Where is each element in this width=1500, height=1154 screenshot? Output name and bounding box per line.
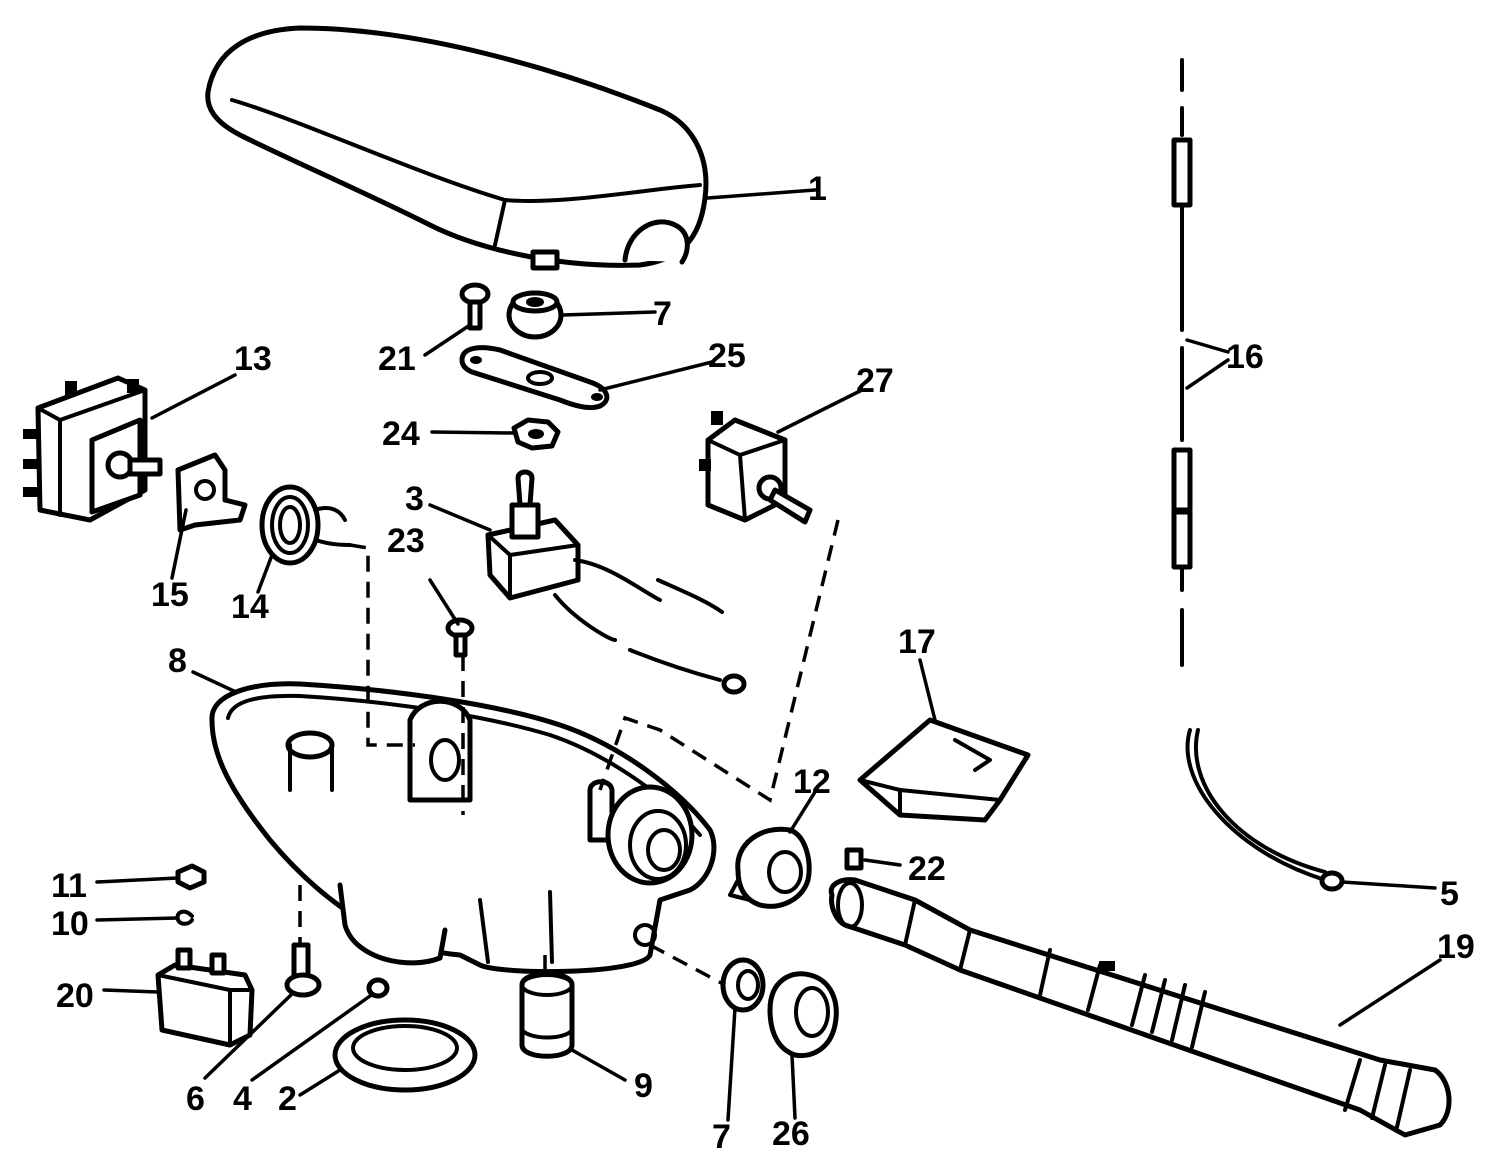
callout-3: 3 — [405, 480, 424, 518]
callout-7-lower: 7 — [712, 1118, 731, 1154]
part-10-c-washer — [175, 909, 194, 926]
part-5-wire-lead — [1185, 728, 1345, 892]
callout-21: 21 — [378, 340, 416, 378]
leader-lines — [95, 188, 1442, 1122]
part-12-collar — [728, 826, 812, 909]
callout-10: 10 — [51, 905, 89, 943]
callout-9: 9 — [634, 1067, 653, 1105]
callout-27: 27 — [856, 362, 894, 400]
callout-5: 5 — [1440, 875, 1459, 913]
part-25-plate — [459, 345, 610, 411]
part-9-bushing — [519, 971, 575, 1059]
part-8-lower-housing — [209, 681, 717, 975]
part-20-circuit-breaker — [155, 947, 255, 1048]
callout-20: 20 — [56, 977, 94, 1015]
callout-4: 4 — [233, 1080, 252, 1118]
part-4-set-screw — [366, 977, 390, 999]
part-2-ring — [332, 1017, 478, 1093]
part-14-spring — [259, 484, 352, 566]
callout-16: 16 — [1226, 338, 1264, 376]
part-23-screw — [445, 617, 475, 658]
callout-24: 24 — [382, 415, 420, 453]
callout-19: 19 — [1437, 928, 1475, 966]
part-7-knurled-nut-lower — [720, 957, 766, 1013]
part-1-top-cover — [205, 25, 709, 271]
part-26-roller — [767, 971, 839, 1059]
callout-17: 17 — [898, 623, 936, 661]
part-7-knurled-nut-top — [506, 290, 564, 340]
callout-7-top: 7 — [653, 295, 672, 333]
callout-11: 11 — [51, 867, 87, 905]
part-16-cable — [1171, 58, 1193, 667]
callout-14: 14 — [231, 588, 269, 626]
part-11-nut — [175, 863, 207, 891]
part-15-bracket — [175, 452, 248, 533]
part-24-hex-nut — [511, 417, 561, 451]
callout-12: 12 — [793, 763, 831, 801]
part-21-screw — [459, 282, 491, 331]
part-17-clip — [857, 717, 1031, 823]
part-13-switch-assembly — [23, 375, 163, 523]
callout-22: 22 — [908, 850, 946, 888]
part-3-toggle-switch — [485, 469, 747, 695]
callout-23: 23 — [387, 522, 425, 560]
part-27-rocker-switch — [699, 411, 813, 525]
callout-25: 25 — [708, 337, 746, 375]
callout-13: 13 — [234, 340, 272, 378]
assembly-dashed-lines — [298, 519, 840, 987]
callout-8: 8 — [168, 642, 187, 680]
callout-15: 15 — [151, 576, 189, 614]
callout-6: 6 — [186, 1080, 205, 1118]
callout-2: 2 — [278, 1080, 297, 1118]
part-22-set-screw — [844, 847, 864, 871]
callout-1: 1 — [808, 170, 827, 208]
part-6-bolt — [284, 942, 322, 998]
callout-labels: 1 7 21 25 13 27 24 16 3 23 15 14 17 8 12… — [51, 170, 1475, 1154]
callout-26: 26 — [772, 1115, 810, 1153]
part-19-shaft — [828, 877, 1452, 1138]
